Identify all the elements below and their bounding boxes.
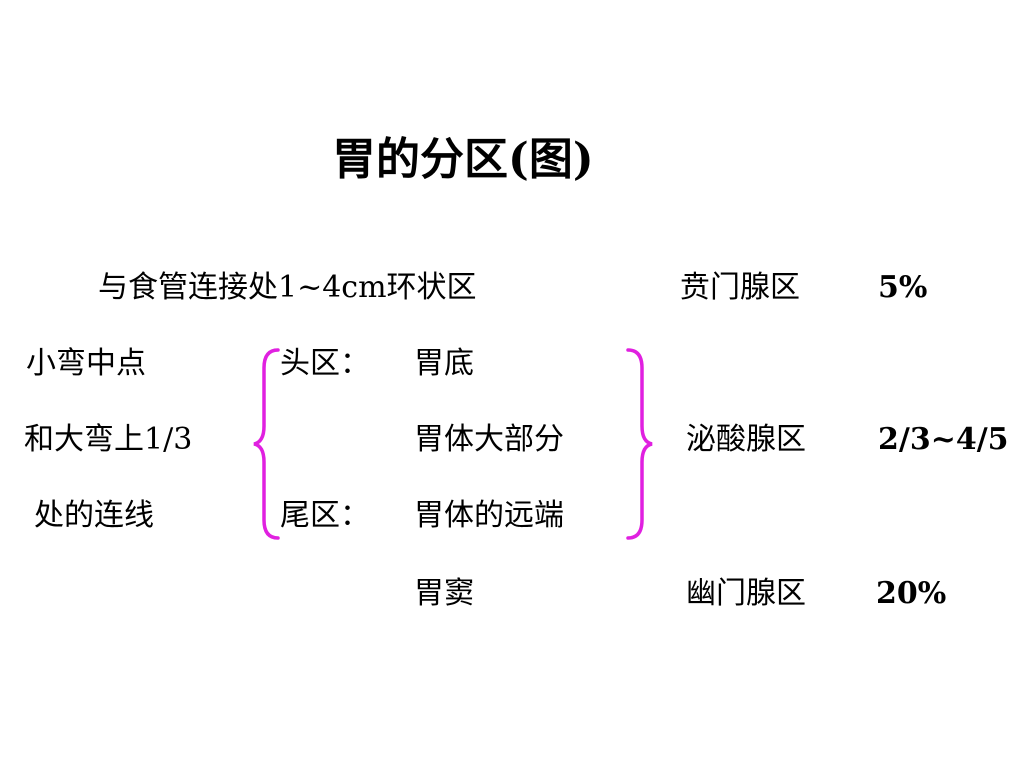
left-brace bbox=[253, 348, 280, 540]
head-region-label: 头区： bbox=[280, 346, 370, 381]
fundic-gland-label: 泌酸腺区 bbox=[686, 422, 806, 457]
line-text-1: 小弯中点 bbox=[26, 346, 146, 381]
tail-region-label: 尾区： bbox=[280, 498, 370, 533]
head-region-part: 胃底 bbox=[414, 346, 474, 381]
cardia-description: 与食管连接处1~4cm环状区 bbox=[98, 270, 477, 305]
right-brace bbox=[626, 348, 653, 540]
line-text-2: 和大弯上1/3 bbox=[24, 422, 193, 457]
slide-title: 胃的分区(图) bbox=[332, 134, 594, 185]
cardia-percent: 5% bbox=[878, 270, 928, 305]
line-text-3: 处的连线 bbox=[34, 498, 154, 533]
body-main-part: 胃体大部分 bbox=[414, 422, 564, 457]
fundic-percent: 2/3~4/5 bbox=[878, 422, 1009, 457]
tail-region-part: 胃体的远端 bbox=[414, 498, 564, 533]
cardia-gland-label: 贲门腺区 bbox=[680, 270, 800, 305]
pyloric-gland-label: 幽门腺区 bbox=[686, 576, 806, 611]
antrum-part: 胃窦 bbox=[414, 576, 474, 611]
pyloric-percent: 20% bbox=[876, 576, 947, 611]
